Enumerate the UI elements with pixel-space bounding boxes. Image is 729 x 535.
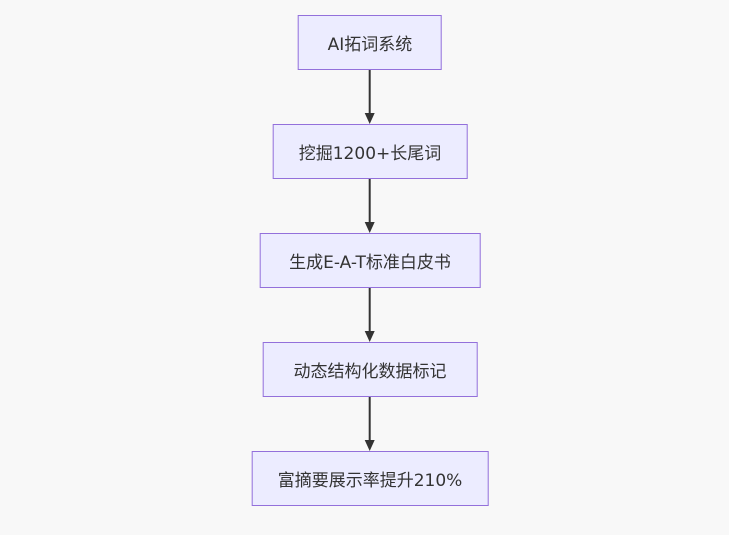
flow-node-ai-word-expansion-system: AI拓词系统 bbox=[297, 15, 442, 70]
flow-node-label: AI拓词系统 bbox=[327, 35, 413, 55]
flow-node-label: 生成E-A-T标准白皮书 bbox=[289, 253, 451, 273]
arrowhead-down-icon bbox=[364, 222, 375, 233]
flow-node-label: 富摘要展示率提升210% bbox=[277, 471, 463, 491]
flow-node-mine-longtail-keywords: 挖掘1200+长尾词 bbox=[272, 124, 468, 179]
flow-arrow-2 bbox=[364, 179, 375, 233]
flow-node-rich-snippet-rate-increase: 富摘要展示率提升210% bbox=[251, 451, 489, 506]
flowchart: AI拓词系统 挖掘1200+长尾词 生成E-A-T标准白皮书 动态结构化数据标记 bbox=[251, 15, 489, 506]
flow-arrow-3 bbox=[364, 288, 375, 342]
flow-arrow-1 bbox=[364, 70, 375, 124]
flow-node-generate-eat-whitepaper: 生成E-A-T标准白皮书 bbox=[259, 233, 481, 288]
arrow-line bbox=[368, 70, 371, 114]
arrowhead-down-icon bbox=[364, 113, 375, 124]
arrow-line bbox=[368, 179, 371, 223]
flow-arrow-4 bbox=[364, 397, 375, 451]
flow-node-label: 挖掘1200+长尾词 bbox=[298, 144, 442, 164]
arrow-line bbox=[368, 397, 371, 441]
arrow-line bbox=[368, 288, 371, 332]
arrowhead-down-icon bbox=[364, 331, 375, 342]
arrowhead-down-icon bbox=[364, 440, 375, 451]
flow-node-label: 动态结构化数据标记 bbox=[293, 362, 447, 382]
flow-node-dynamic-structured-data-markup: 动态结构化数据标记 bbox=[262, 342, 478, 397]
